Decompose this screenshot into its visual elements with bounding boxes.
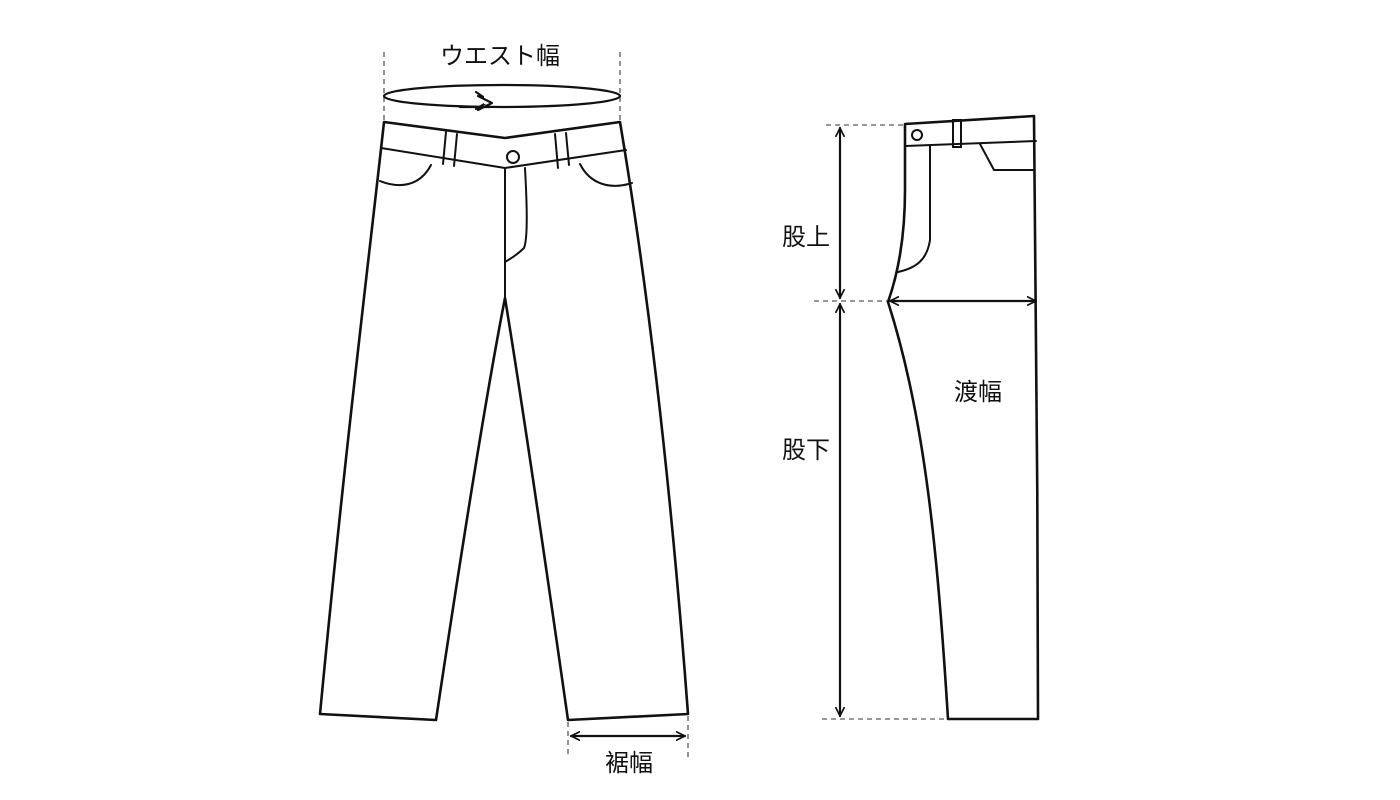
side-pocket: [979, 143, 1035, 171]
side-pants-outline: [886, 114, 1040, 721]
hem-width-label: 裾幅: [605, 749, 653, 777]
side-button-icon: [911, 129, 923, 141]
side-waistband: [904, 140, 1037, 147]
rise-label: 股上: [782, 223, 830, 251]
waist-measure-ellipse: [382, 83, 622, 109]
front-pocket-right: [579, 163, 633, 187]
front-waistband: [380, 147, 627, 169]
front-fly-stitch: [504, 167, 528, 263]
front-view: ウエスト幅 裾幅: [318, 42, 690, 777]
front-button-icon: [506, 150, 520, 164]
side-belt-loop: [952, 119, 962, 148]
waist-arrow-head: [476, 94, 494, 112]
front-belt-loop-right: [554, 132, 570, 169]
inseam-label: 股下: [782, 436, 830, 464]
side-fly-stitch: [897, 145, 931, 273]
front-belt-loop-left: [442, 131, 458, 167]
front-pocket-left: [379, 164, 432, 187]
thigh-width-label: 渡幅: [954, 378, 1002, 406]
waist-width-label: ウエスト幅: [440, 42, 560, 70]
side-view: 股上 股下 渡幅: [782, 114, 1040, 721]
